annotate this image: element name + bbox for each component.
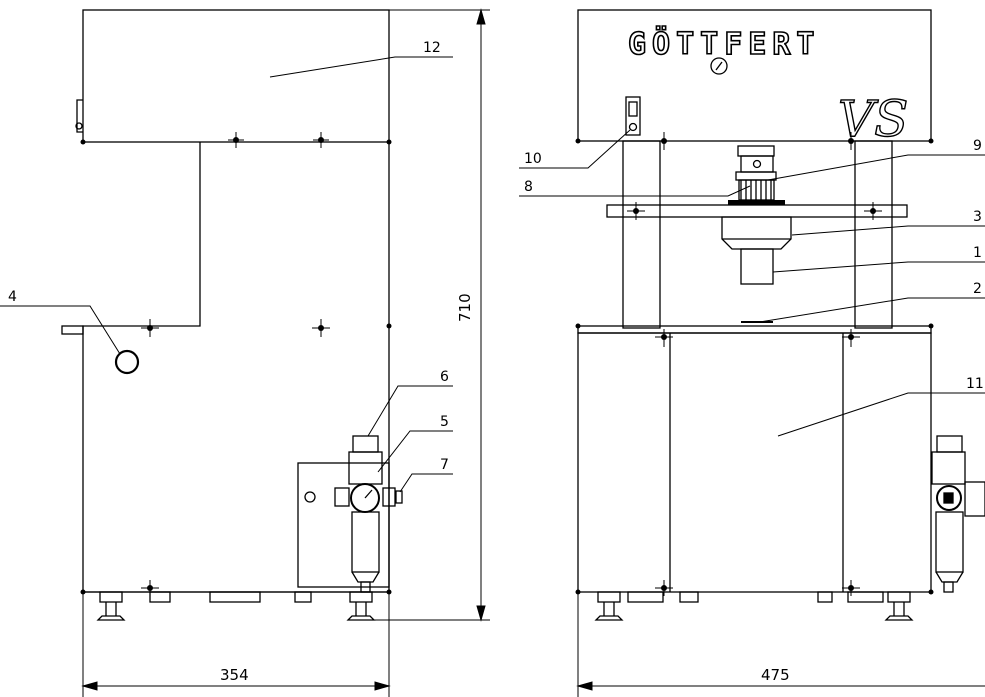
upper-housing <box>82 9 390 143</box>
left-column <box>622 140 661 329</box>
leader-lines <box>0 56 985 493</box>
table-plate <box>577 325 932 334</box>
control-switch <box>625 96 641 136</box>
front-view <box>575 9 985 621</box>
brand-logo: GÖTTFERT <box>628 25 821 62</box>
filter-body <box>348 451 383 485</box>
side-knob <box>76 99 83 133</box>
cabinet <box>577 332 932 593</box>
dimension-lines <box>81 8 985 697</box>
column-body <box>82 142 390 593</box>
callout-4: 4 <box>8 289 17 305</box>
platform-ledge <box>61 325 84 335</box>
right-column <box>854 140 893 329</box>
callout-2: 2 <box>973 281 982 297</box>
die <box>740 248 774 285</box>
model-logo: VS <box>838 90 908 148</box>
callout-3: 3 <box>973 209 982 225</box>
crosshead-plate <box>606 204 908 218</box>
callout-9: 9 <box>973 138 982 154</box>
filter-mount <box>297 462 390 588</box>
front-housing <box>577 9 932 142</box>
callout-1: 1 <box>973 245 982 261</box>
callout-10: 10 <box>524 151 542 167</box>
port-circle <box>114 349 140 375</box>
brand-dial <box>710 57 728 75</box>
side-width-dimension: 354 <box>220 666 249 684</box>
callout-11: 11 <box>966 376 984 392</box>
callout-6: 6 <box>440 369 449 385</box>
callout-5: 5 <box>440 414 449 430</box>
measuring-cell <box>721 216 792 250</box>
side-view <box>61 9 403 621</box>
callout-8: 8 <box>524 179 533 195</box>
front-width-dimension: 475 <box>761 666 790 684</box>
filter-bowl <box>351 511 380 573</box>
height-dimension: 710 <box>456 293 474 322</box>
filter-cap <box>352 435 379 453</box>
callout-7: 7 <box>440 457 449 473</box>
callout-12: 12 <box>423 40 441 56</box>
